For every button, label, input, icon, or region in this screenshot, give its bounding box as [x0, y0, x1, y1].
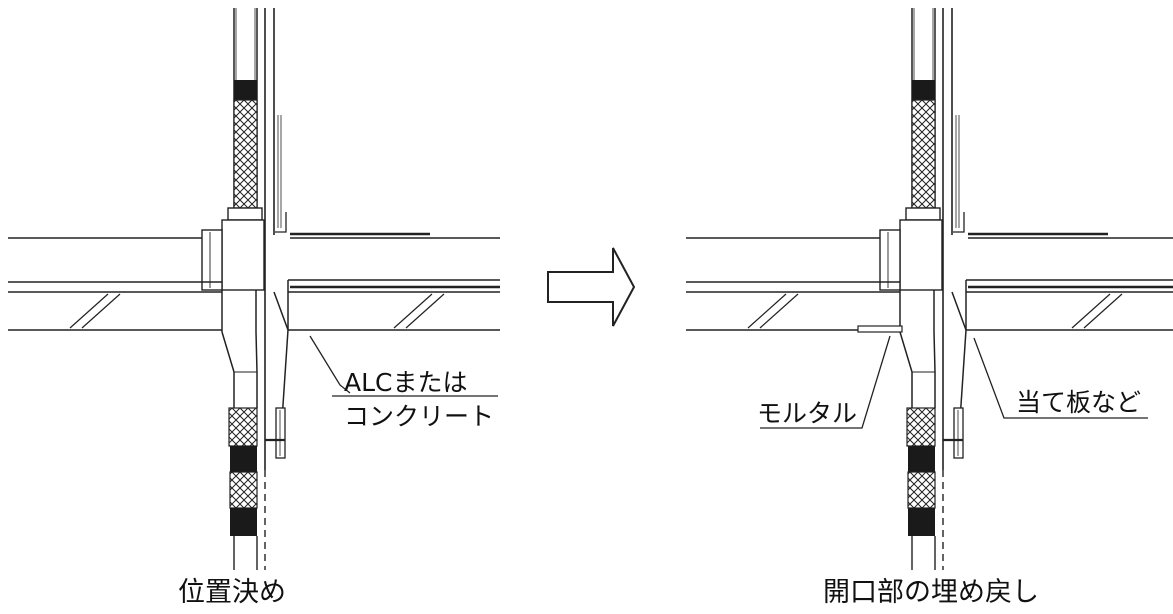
callout-alc-line1: ALCまたは [344, 368, 468, 397]
leader-line-mortar [760, 335, 891, 429]
right-detail [684, 6, 1173, 572]
caption-right: 開口部の埋め戻し [823, 577, 1039, 608]
callout-alc-line2: コンクリート [344, 402, 495, 431]
caption-left: 位置決め [178, 577, 286, 608]
leader-line-backing [973, 337, 1148, 419]
mortar-fill [857, 325, 903, 333]
left-detail [6, 6, 502, 572]
callout-alc: ALCまたは コンクリート [344, 366, 494, 434]
callout-backing: 当て板など [1016, 388, 1142, 417]
leader-line-alc [309, 335, 351, 394]
callout-mortar: モルタル [757, 399, 858, 428]
arrow-icon [547, 247, 636, 327]
